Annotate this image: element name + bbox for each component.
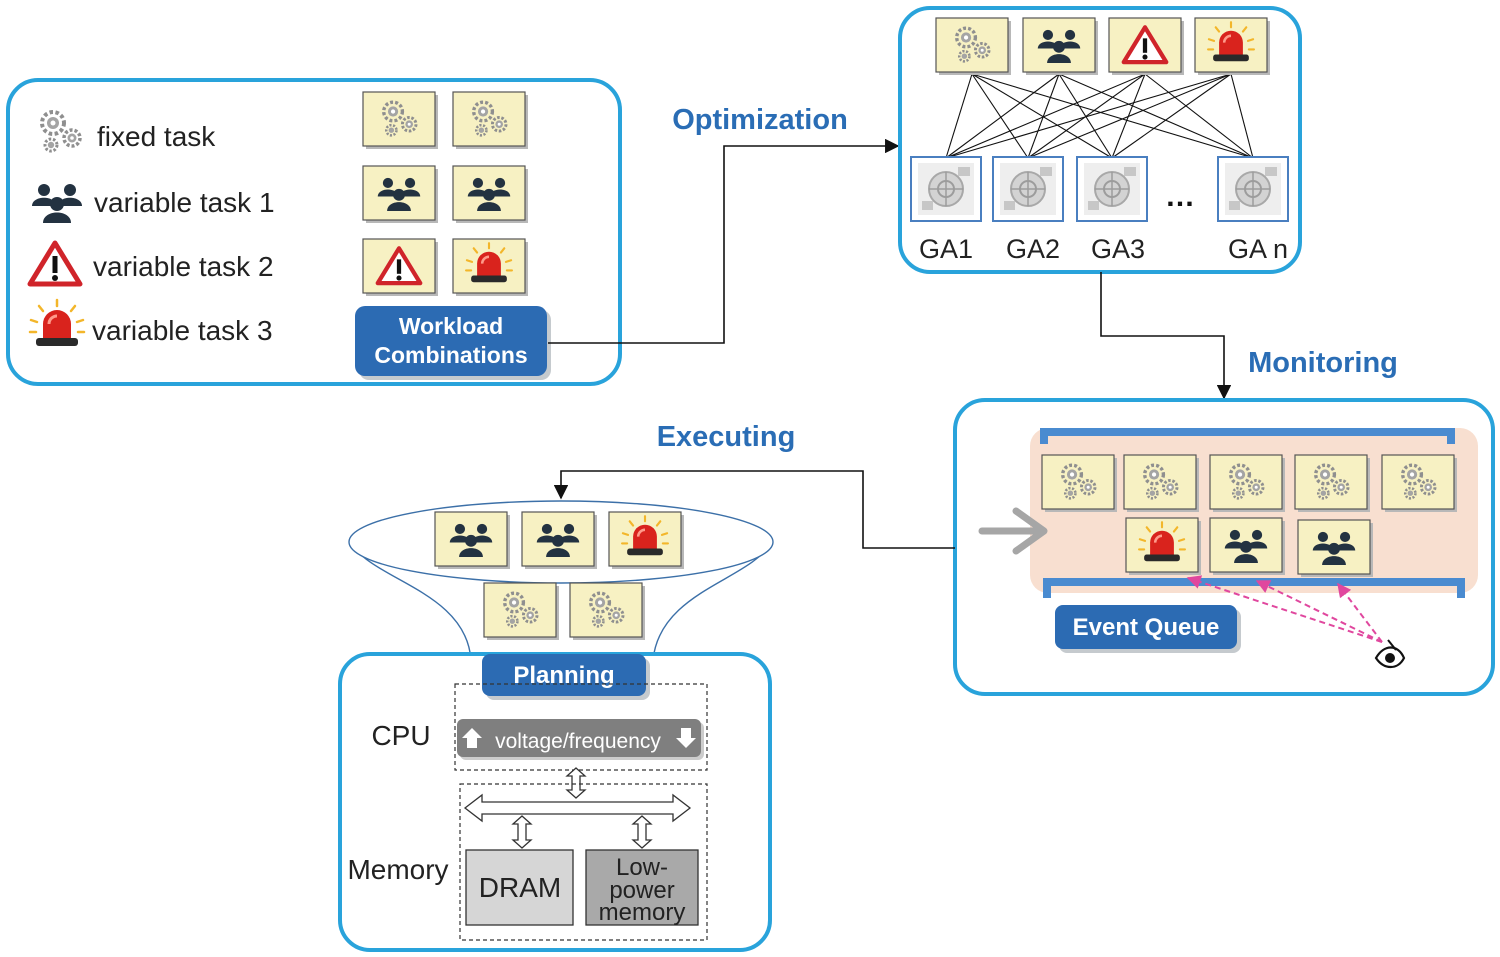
- planning-panel: Planning CPU voltage/frequency Memory DR…: [338, 652, 772, 952]
- monitoring-connector: [1100, 272, 1232, 400]
- ga-label-n: GA n: [1228, 234, 1288, 264]
- ga-ellipsis: …: [1165, 180, 1195, 213]
- queue-tile: [1125, 517, 1202, 576]
- dram-connector: [511, 815, 533, 849]
- genetic-algorithm-icon: [910, 156, 982, 222]
- funnel-tile: [521, 511, 598, 570]
- event-queue-button[interactable]: Event Queue: [1055, 605, 1241, 653]
- monitor-dashes: [1186, 575, 1383, 643]
- planning-button[interactable]: Planning: [482, 654, 650, 700]
- memory-bus: [463, 793, 692, 823]
- funnel-tile: [608, 511, 685, 570]
- queue-tile: [1041, 454, 1118, 513]
- queue-tile: [1123, 454, 1200, 513]
- ga-label-1: GA1: [919, 234, 973, 264]
- funnel-tile: [569, 582, 646, 641]
- funnel-tile: [434, 511, 511, 570]
- queue-tile: [1297, 519, 1374, 578]
- ga-panel: … GA1 GA2 GA3 GA n: [898, 6, 1302, 274]
- funnel-tile: [483, 582, 560, 641]
- eye-icon: [1374, 639, 1406, 669]
- cpu-box: [454, 683, 708, 771]
- arrow-down-icon: [676, 728, 696, 748]
- dram-label: DRAM: [479, 872, 561, 903]
- queue-tile: [1294, 454, 1371, 513]
- ga-label-3: GA3: [1091, 234, 1145, 264]
- workload-combinations-button[interactable]: Workload Combinations: [355, 306, 551, 380]
- low-power-line2: power: [609, 877, 674, 904]
- executing-label: Executing: [657, 421, 796, 453]
- queue-entry-arrow: [978, 507, 1048, 555]
- legend-variable-task-1: variable task 1: [94, 187, 275, 218]
- optimization-label: Optimization: [672, 104, 848, 136]
- low-power-line3: memory: [599, 899, 686, 926]
- legend-panel: fixed task variable task 1 variable task…: [6, 78, 622, 386]
- workload-tile: [452, 91, 529, 150]
- low-power-line1: Low-: [616, 854, 668, 881]
- cpu-bus-connector: [565, 767, 587, 799]
- genetic-algorithm-icon: [992, 156, 1064, 222]
- memory-box: [459, 783, 708, 941]
- optimization-connector: [548, 138, 900, 344]
- legend-fixed-task: fixed task: [97, 121, 216, 152]
- workload-tile: [362, 91, 439, 150]
- ga-input-tile: [935, 17, 1012, 76]
- workload-tile: [362, 165, 439, 224]
- planning-funnel: [348, 500, 774, 661]
- dram-block: [465, 849, 574, 926]
- queue-rail-top: [1040, 428, 1455, 436]
- ga-input-tile: [1022, 17, 1099, 76]
- workload-tile: [452, 165, 529, 224]
- ga-input-tile: [1108, 17, 1185, 76]
- workload-tile: [452, 238, 529, 297]
- workload-tile: [362, 238, 439, 297]
- legend-variable-task-2: variable task 2: [93, 251, 274, 282]
- event-queue-panel: Event Queue: [953, 398, 1495, 696]
- event-queue-label: Event Queue: [1073, 614, 1220, 641]
- ga-connections: [945, 73, 1254, 159]
- voltage-frequency-control[interactable]: voltage/frequency: [457, 719, 704, 760]
- queue-rail-bottom: [1043, 578, 1465, 586]
- low-power-connector: [631, 815, 653, 849]
- arrow-up-icon: [462, 728, 482, 748]
- queue-tile: [1209, 517, 1286, 576]
- executing-connector: [553, 470, 955, 549]
- ga-label-2: GA2: [1006, 234, 1060, 264]
- queue-tile: [1209, 454, 1286, 513]
- memory-label: Memory: [347, 854, 448, 885]
- planning-label: Planning: [513, 662, 614, 689]
- voltage-frequency-label: voltage/frequency: [495, 730, 661, 753]
- workload-label-line2: Combinations: [374, 342, 527, 368]
- ga-input-tile: [1194, 17, 1271, 76]
- queue-tile: [1381, 454, 1458, 513]
- cpu-label: CPU: [371, 720, 430, 751]
- low-power-memory-block: [585, 849, 699, 926]
- legend-variable-task-3: variable task 3: [92, 315, 273, 346]
- genetic-algorithm-icon: [1076, 156, 1148, 222]
- monitoring-label: Monitoring: [1248, 347, 1398, 379]
- genetic-algorithm-icon: [1217, 156, 1289, 222]
- workload-label-line1: Workload: [399, 313, 503, 339]
